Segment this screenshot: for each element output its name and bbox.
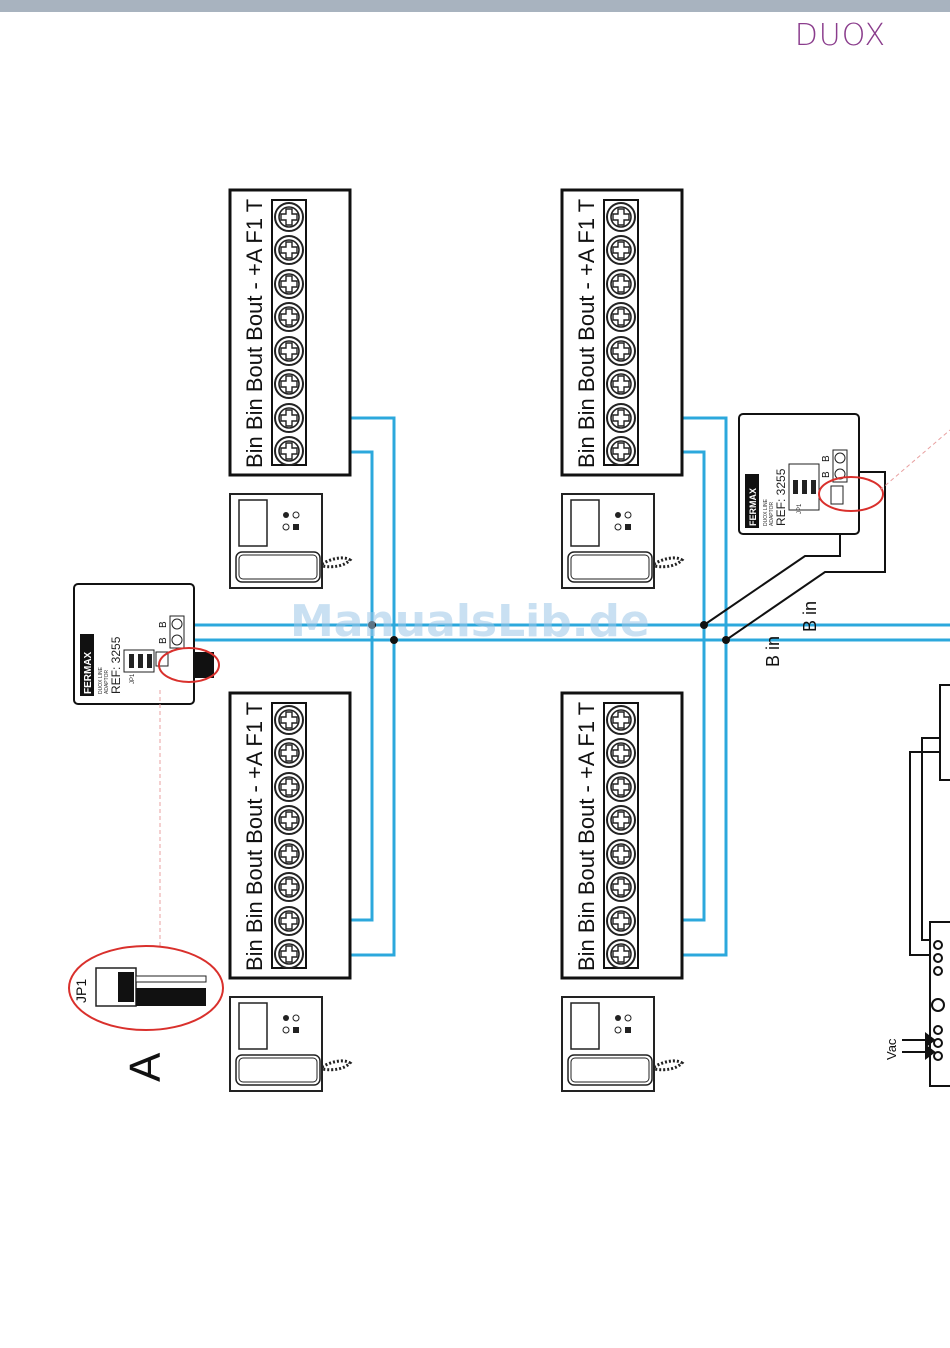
terminal-block-bottom-left: Bin Bin Bout Bout - +A F1 T (230, 693, 350, 978)
svg-text:FERMAX: FERMAX (748, 488, 758, 526)
line-adaptor-right: FERMAX DUOX LINE ADAPTOR REF: 3255 JP1 B… (739, 414, 859, 534)
terminal-labels: Bin Bin Bout Bout - +A F1 T (242, 199, 267, 468)
terminal-labels: Bin Bin Bout Bout - +A F1 T (242, 702, 267, 971)
monitor-top-right (562, 494, 682, 588)
svg-text:JP1: JP1 (73, 979, 89, 1003)
label-b-in-lower: B in (763, 636, 783, 667)
label-b-in-upper: B in (800, 601, 820, 632)
svg-text:B: B (158, 637, 169, 644)
adaptor-brand: FERMAX (83, 651, 94, 694)
monitor-bottom-right (562, 997, 682, 1091)
jp1-detail: JP1 A (69, 946, 223, 1082)
svg-text:REF: 3255: REF: 3255 (109, 636, 123, 694)
svg-text:REF: 3255: REF: 3255 (774, 468, 788, 526)
watermark: ManualsLib.de (290, 596, 650, 647)
power-supply-partial (910, 685, 950, 1086)
monitor-top-left (230, 494, 350, 588)
terminal-labels: Bin Bin Bout Bout - +A F1 T (574, 199, 599, 468)
svg-text:B: B (821, 471, 832, 478)
svg-text:JP1: JP1 (797, 503, 803, 514)
terminal-labels: Bin Bin Bout Bout - +A F1 T (574, 702, 599, 971)
svg-text:B: B (158, 621, 169, 628)
svg-text:B: B (821, 455, 832, 462)
section-letter-a: A (121, 1052, 170, 1082)
monitor-bottom-left (230, 997, 350, 1091)
terminal-block-bottom-right: Bin Bin Bout Bout - +A F1 T (562, 693, 682, 978)
vac-label: Vac (884, 1038, 899, 1060)
svg-text:JP1: JP1 (130, 673, 136, 684)
terminal-block-top-left: Bin Bin Bout Bout - +A F1 T (230, 190, 350, 475)
terminal-block-top-right: Bin Bin Bout Bout - +A F1 T (562, 190, 682, 475)
line-adaptor-left: FERMAX DUOX LINE ADAPTOR REF: 3255 JP1 B… (74, 584, 214, 704)
